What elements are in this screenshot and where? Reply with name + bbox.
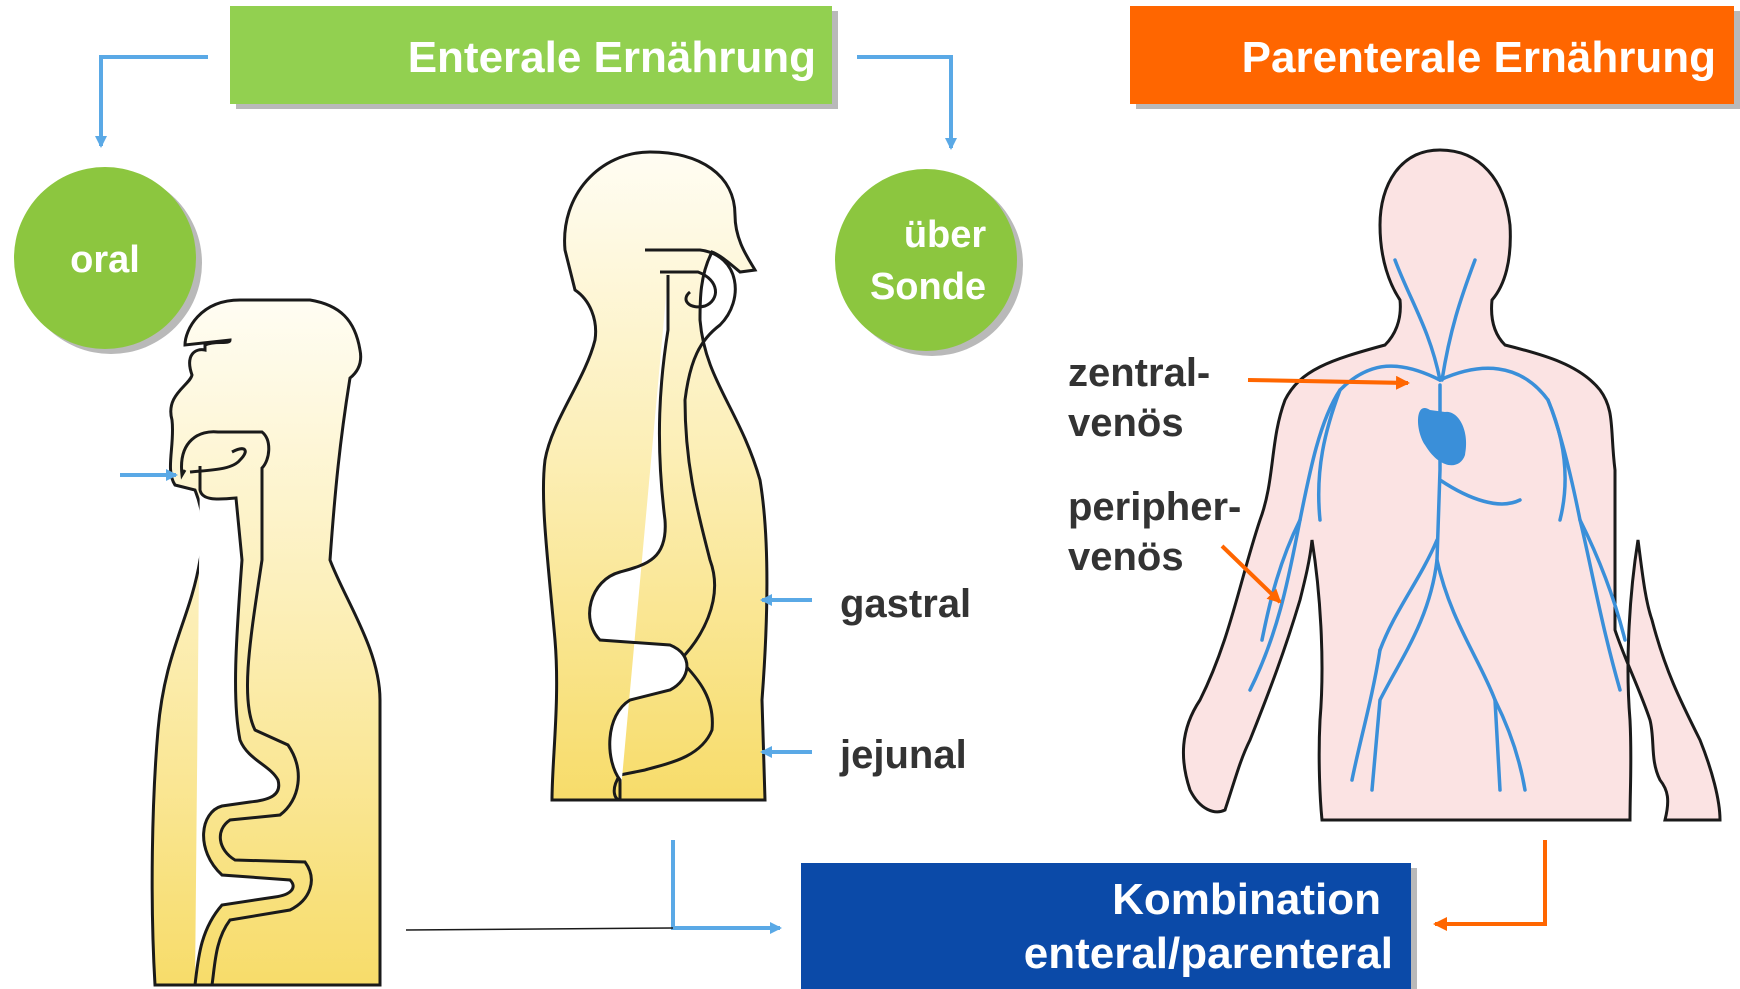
- oral-circle: oral: [14, 167, 202, 354]
- combination-box: Kombination enteral/parenteral: [801, 863, 1417, 989]
- arrow-to-oral: [101, 57, 208, 146]
- enteral-box: Enterale Ernährung: [230, 6, 838, 109]
- oral-circle-label: oral: [70, 239, 140, 281]
- parenteral-box: Parenterale Ernährung: [1130, 6, 1740, 109]
- arrow-to-sonde: [857, 57, 951, 148]
- gastral-label: gastral: [840, 582, 971, 626]
- arrow-enteral-to-combination: [673, 840, 780, 928]
- oral-torso-illustration: [152, 300, 380, 985]
- human-body-illustration: [1183, 150, 1720, 820]
- zentral-label-line1: zentral-: [1068, 351, 1210, 395]
- sonde-torso-illustration: [543, 152, 767, 800]
- combination-line2: enteral/parenteral: [1024, 929, 1393, 978]
- peripher-label-line1: peripher-: [1068, 485, 1241, 529]
- thin-connector-line: [406, 928, 673, 930]
- zentral-label-line2: venös: [1068, 401, 1184, 445]
- jejunal-label: jejunal: [839, 733, 967, 777]
- arrow-parenteral-to-combination: [1435, 840, 1545, 924]
- enteral-box-label: Enterale Ernährung: [408, 33, 816, 82]
- sonde-circle-line2: Sonde: [870, 266, 986, 308]
- sonde-circle-line1: über: [904, 214, 987, 256]
- parenteral-box-label: Parenterale Ernährung: [1242, 33, 1716, 82]
- peripher-label-line2: venös: [1068, 535, 1184, 579]
- combination-line1: Kombination: [1112, 875, 1381, 924]
- sonde-circle: über Sonde: [835, 169, 1023, 356]
